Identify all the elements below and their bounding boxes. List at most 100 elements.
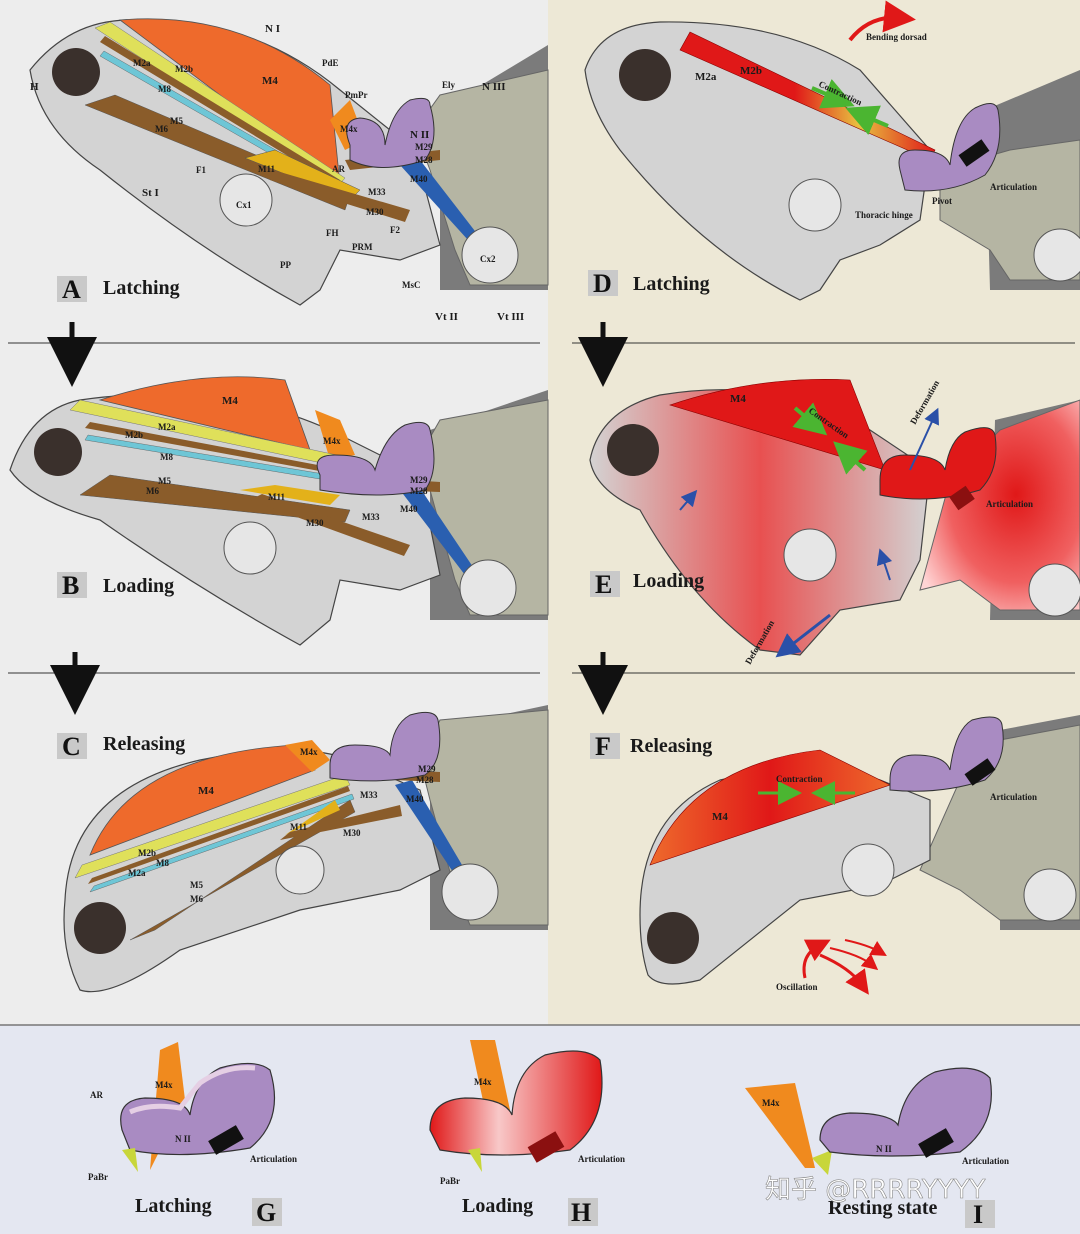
label-box-g	[252, 1198, 282, 1226]
label-m29: M29	[418, 764, 436, 774]
muscle-m11	[240, 485, 340, 505]
deformation-arrow	[909, 407, 939, 471]
muscle-m40	[395, 780, 465, 875]
label-pde: PdE	[322, 58, 339, 68]
label-m8: M8	[158, 84, 171, 94]
muscle-m30	[270, 172, 410, 222]
label-m33: M33	[368, 187, 386, 197]
label-msc: MsC	[402, 280, 421, 290]
annotation-pivot: Pivot	[932, 196, 952, 206]
pronotum	[346, 97, 435, 168]
annotation-articulation: Articulation	[250, 1154, 297, 1164]
label-box-i	[965, 1200, 995, 1228]
label-m30: M30	[306, 518, 324, 528]
annotation-thoracic-hinge: Thoracic hinge	[855, 210, 913, 220]
articulation-marker	[527, 1131, 565, 1163]
coxa	[788, 178, 842, 232]
pronotum-rim	[128, 1065, 256, 1115]
coxa-cx2	[461, 226, 519, 284]
label-ni: N I	[265, 23, 280, 35]
label-m30: M30	[366, 207, 384, 217]
annotation-articulation: Articulation	[578, 1154, 625, 1164]
label-box-e	[590, 571, 620, 597]
muscle-m4-contracting	[669, 378, 886, 471]
label-f2: F2	[390, 225, 400, 235]
label-box-a	[57, 276, 87, 302]
muscle-m4x	[470, 1040, 510, 1110]
coxa	[459, 559, 517, 617]
label-m2a: M2a	[158, 422, 176, 432]
label-m5: M5	[190, 880, 203, 890]
panel-title-g: Latching	[135, 1195, 212, 1217]
label-m4x: M4x	[155, 1080, 173, 1090]
annotation-bending-dorsad: Bending dorsad	[866, 32, 927, 42]
panel-a: A Latching H N I N II N III St I Vt II V…	[29, 18, 549, 323]
label-m29: M29	[415, 142, 433, 152]
label-niii: N III	[482, 81, 506, 93]
oscillation-arrow	[829, 947, 879, 971]
label-box-h	[568, 1198, 598, 1226]
label-m4: M4	[222, 395, 238, 407]
contraction-arrow	[833, 441, 868, 475]
muscle-m2b	[85, 422, 355, 477]
annotation-contraction: Contraction	[776, 774, 823, 784]
coxa	[223, 521, 277, 575]
panel-letter-e: E	[595, 570, 612, 599]
muscle-m4x	[745, 1083, 815, 1168]
bending-arrow	[848, 0, 916, 42]
oscillation-arrow	[844, 939, 887, 957]
label-pmpr: PmPr	[345, 90, 368, 100]
deformation-arrow	[775, 613, 831, 658]
label-m33: M33	[362, 512, 380, 522]
muscle-m30	[280, 805, 402, 840]
label-m40: M40	[400, 504, 418, 514]
panel-letter-d: D	[593, 269, 612, 298]
annotation-articulation: Articulation	[990, 792, 1037, 802]
panel-f: F Releasing M4 Contraction Articulation …	[590, 715, 1080, 995]
label-m5: M5	[158, 476, 171, 486]
contraction-arrow	[811, 78, 855, 109]
label-m11: M11	[290, 822, 307, 832]
pronotum	[316, 421, 435, 496]
label-nii: N II	[876, 1144, 892, 1154]
panel-b: B Loading M4 M2a M2b M8 M5 M6 M4x M11 M2…	[9, 376, 549, 646]
label-m4x: M4x	[300, 747, 318, 757]
label-m8: M8	[156, 858, 169, 868]
muscle-m4	[98, 376, 311, 451]
panel-g: G Latching M4x AR N II PaBr Articulation	[88, 1042, 297, 1227]
label-pabr: PaBr	[440, 1176, 460, 1186]
deformation-arrow	[679, 489, 698, 511]
coxa	[841, 843, 895, 897]
muscle-m40	[400, 488, 475, 575]
pronotum	[898, 103, 1001, 192]
label-m40: M40	[410, 174, 428, 184]
label-m2a: M2a	[133, 58, 151, 68]
label-m28: M28	[415, 155, 433, 165]
label-vtiii: Vt III	[497, 311, 524, 323]
muscle-m2a	[100, 36, 340, 185]
label-m2b: M2b	[125, 430, 143, 440]
label-m4: M4	[712, 811, 728, 823]
label-m29: M29	[410, 475, 428, 485]
eye	[607, 424, 659, 476]
label-box-d	[588, 270, 618, 296]
panel-letter-h: H	[571, 1198, 591, 1227]
eye	[34, 428, 82, 476]
annotation-oscillation: Oscillation	[776, 982, 818, 992]
annotation-articulation: Articulation	[986, 499, 1033, 509]
label-cx1: Cx1	[236, 200, 252, 210]
muscle-m11	[285, 800, 340, 835]
label-m4: M4	[262, 75, 278, 87]
label-nii: N II	[410, 129, 429, 141]
panel-h: H Loading M4x PaBr Articulation	[429, 1040, 625, 1227]
coxa	[1028, 563, 1080, 617]
deformation-arrow	[876, 548, 893, 581]
coxa	[275, 845, 325, 895]
label-ar: AR	[90, 1090, 103, 1100]
thorax-segment	[419, 399, 549, 616]
panel-e: E Loading M4 Contraction Deformation Def…	[589, 378, 1080, 666]
panel-letter-c: C	[62, 732, 81, 761]
oscillation-arrow	[802, 939, 831, 979]
panel-title-b: Loading	[103, 575, 174, 597]
label-m4x: M4x	[340, 124, 358, 134]
